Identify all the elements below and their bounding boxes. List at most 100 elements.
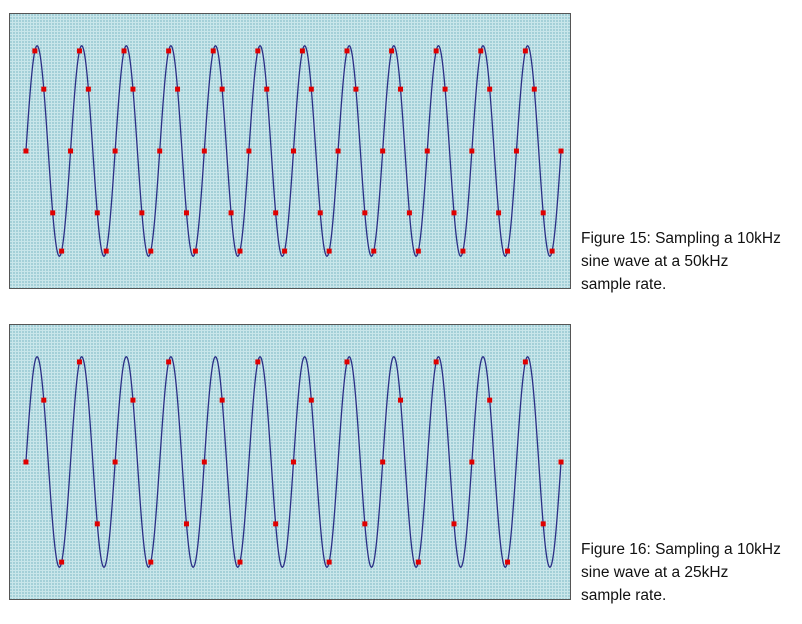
sample-point — [433, 359, 439, 365]
sample-point — [255, 359, 261, 365]
sample-point — [326, 248, 332, 254]
sample-point — [273, 210, 279, 216]
sample-point — [487, 86, 493, 92]
figure-16-caption: Figure 16: Sampling a 10kHz sine wave at… — [581, 541, 781, 604]
sample-point — [362, 210, 368, 216]
sample-point — [308, 86, 314, 92]
sample-point — [406, 210, 412, 216]
sample-point — [112, 459, 118, 465]
sample-point — [59, 248, 65, 254]
sample-point — [415, 559, 421, 565]
sample-point — [183, 521, 189, 527]
sample-point — [148, 248, 154, 254]
sample-point — [103, 248, 109, 254]
sample-point — [398, 86, 403, 92]
sample-point — [94, 521, 100, 527]
sample-point — [23, 459, 29, 465]
sample-point — [290, 148, 296, 154]
figure-15-chart — [23, 45, 564, 257]
sample-point — [23, 148, 29, 154]
figure-15-plot — [9, 13, 571, 289]
sample-point — [237, 559, 243, 565]
sample-point — [505, 559, 511, 565]
sample-point — [264, 86, 270, 92]
sample-point — [201, 148, 207, 154]
sample-point — [41, 86, 47, 92]
sample-point — [85, 86, 91, 92]
sample-point — [210, 48, 216, 54]
sample-point — [299, 48, 305, 54]
sample-point — [219, 86, 225, 92]
sample-point — [192, 248, 198, 254]
figure-16-plot — [9, 324, 571, 600]
sample-point — [290, 459, 296, 465]
sample-point — [442, 86, 448, 92]
sample-point — [121, 48, 127, 54]
sample-point — [130, 397, 136, 403]
sample-point — [380, 459, 386, 465]
sample-point — [237, 248, 243, 254]
sample-point — [371, 248, 377, 254]
figure-15-sample-points — [23, 48, 564, 254]
sample-point — [424, 148, 430, 154]
sample-point — [469, 459, 475, 465]
sample-point — [68, 148, 74, 154]
sample-point — [76, 48, 82, 54]
sample-point — [317, 210, 323, 216]
sample-point — [505, 248, 511, 254]
sample-point — [157, 148, 163, 154]
sample-point — [478, 48, 484, 54]
sample-point — [139, 210, 145, 216]
sample-point — [353, 86, 359, 92]
figure-15-caption: Figure 15: Sampling a 10kHz sine wave at… — [581, 230, 781, 293]
sample-point — [380, 148, 386, 154]
sample-point — [451, 521, 457, 527]
sample-point — [41, 397, 47, 403]
sample-point — [175, 86, 181, 92]
sample-point — [460, 248, 466, 254]
sample-point — [522, 359, 528, 365]
sample-point — [50, 210, 56, 216]
sample-point — [219, 397, 225, 403]
sample-point — [255, 48, 261, 54]
sample-point — [201, 459, 207, 465]
sample-point — [389, 48, 395, 54]
sample-point — [246, 148, 252, 154]
sample-point — [558, 459, 564, 465]
figure-16-chart — [23, 356, 564, 568]
sample-point — [76, 359, 82, 365]
sample-point — [335, 148, 341, 154]
sample-point — [166, 48, 172, 54]
sample-point — [433, 48, 439, 54]
sample-point — [549, 248, 555, 254]
sample-point — [469, 148, 475, 154]
sample-point — [496, 210, 502, 216]
sample-point — [273, 521, 279, 527]
sample-point — [282, 248, 288, 254]
sample-point — [308, 397, 314, 403]
sample-point — [415, 248, 421, 254]
sample-point — [522, 48, 528, 54]
sample-point — [228, 210, 234, 216]
sample-point — [344, 359, 350, 365]
sample-point — [148, 559, 154, 565]
sample-point — [112, 148, 118, 154]
sample-point — [487, 397, 493, 403]
sample-point — [513, 148, 519, 154]
sample-point — [94, 210, 100, 216]
sample-point — [362, 521, 368, 527]
figure-16-sample-points — [23, 359, 564, 565]
sample-point — [398, 397, 403, 403]
sample-point — [344, 48, 350, 54]
sample-point — [531, 86, 537, 92]
sample-point — [326, 559, 332, 565]
sample-point — [130, 86, 136, 92]
sample-point — [183, 210, 189, 216]
sample-point — [540, 210, 546, 216]
sample-point — [59, 559, 65, 565]
sample-point — [540, 521, 546, 527]
sample-point — [451, 210, 457, 216]
sample-point — [32, 48, 38, 54]
sample-point — [558, 148, 564, 154]
sample-point — [166, 359, 172, 365]
